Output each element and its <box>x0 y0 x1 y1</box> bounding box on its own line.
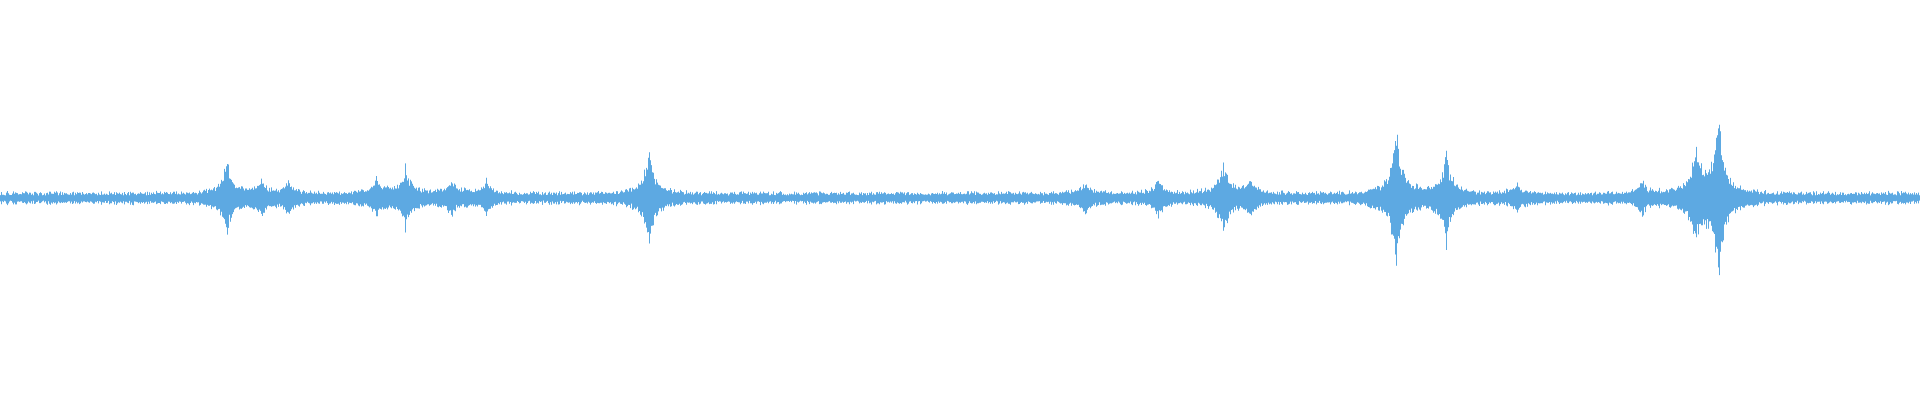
waveform-bars <box>0 124 1920 276</box>
waveform-trace <box>0 124 1920 276</box>
